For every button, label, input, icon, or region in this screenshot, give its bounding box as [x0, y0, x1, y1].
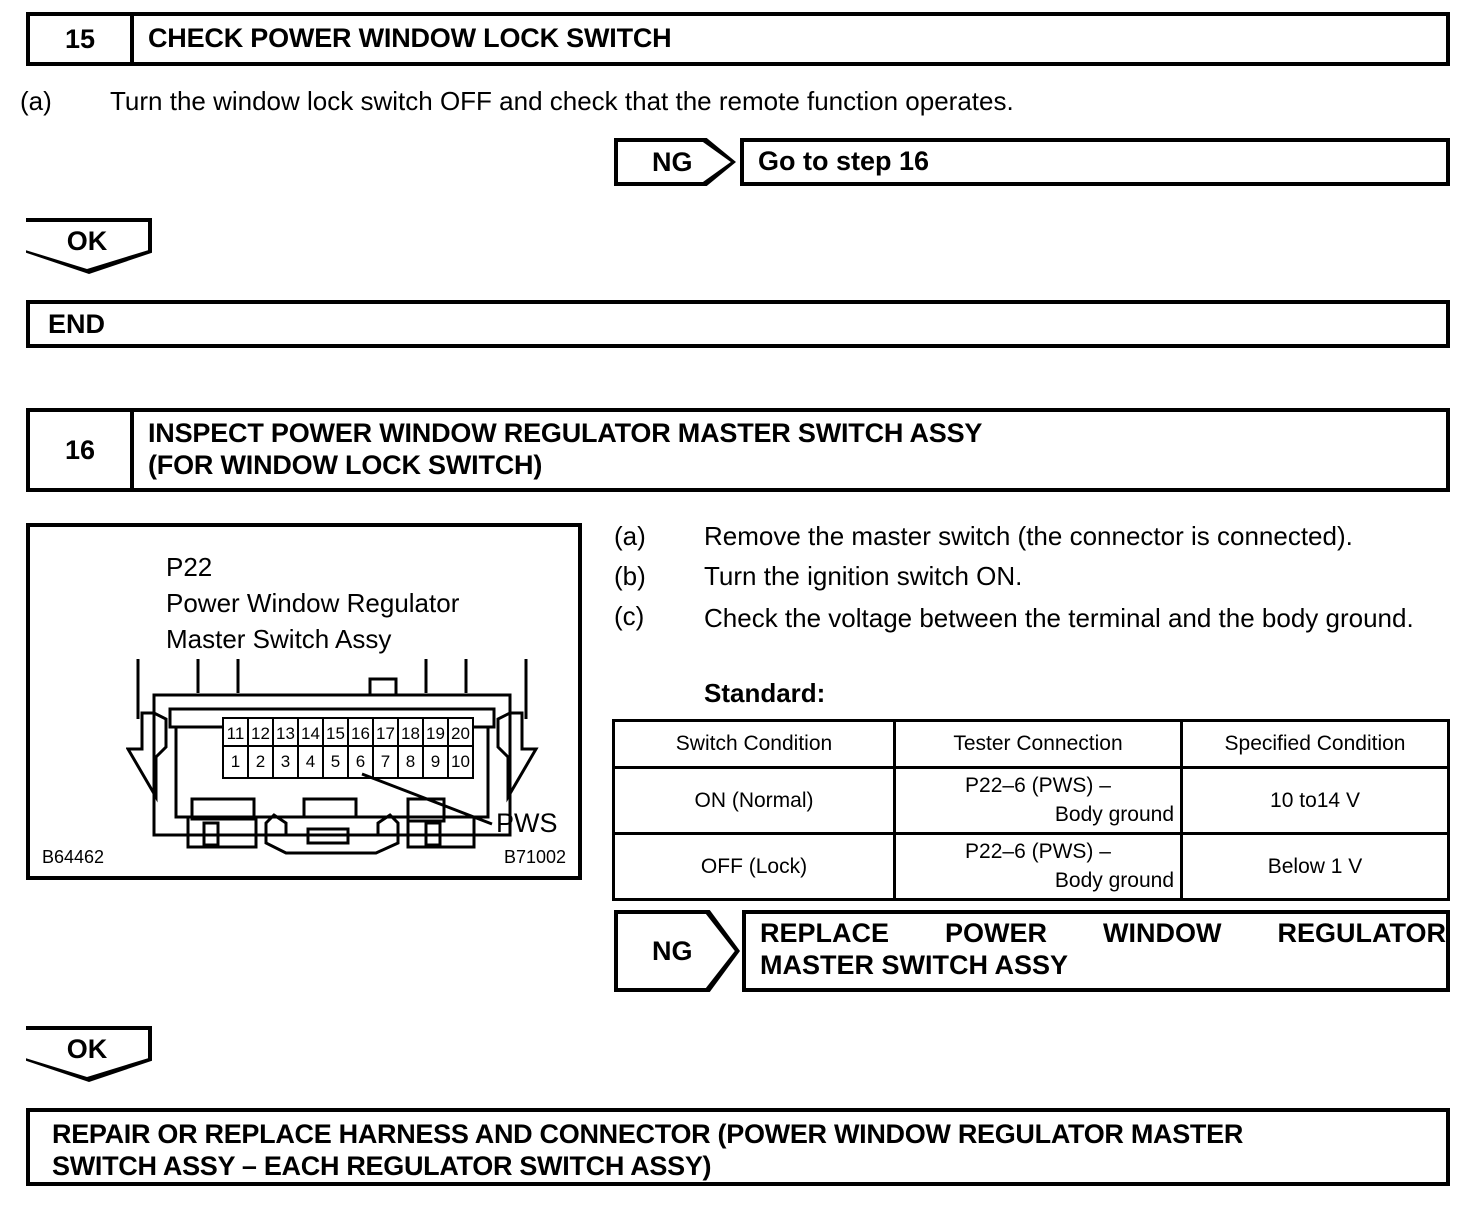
step-16-title-line2: (FOR WINDOW LOCK SWITCH) [148, 450, 543, 480]
table-header-row: Switch Condition Tester Connection Speci… [612, 719, 1450, 769]
cell-tester-line2: Body ground [1054, 802, 1174, 826]
step-16-header: 16 INSPECT POWER WINDOW REGULATOR MASTER… [26, 408, 1450, 492]
step-15-header: 15 CHECK POWER WINDOW LOCK SWITCH [26, 12, 1450, 66]
standard-table: Switch Condition Tester Connection Speci… [612, 719, 1450, 901]
pin-cell: 3 [272, 745, 299, 779]
illustration-code-right: B71002 [503, 847, 566, 867]
cell-tester-line1: P22–6 (PWS) – [965, 840, 1111, 864]
step-15-ng-label: NG [652, 146, 693, 177]
cell-specified-condition: Below 1 V [1180, 832, 1450, 901]
pin-cell: 5 [322, 745, 349, 779]
step-16-procedure-b: (b) Turn the ignition switch ON. [614, 561, 1454, 592]
connector-name-line2: Master Switch Assy [166, 624, 392, 654]
step-15-title: CHECK POWER WINDOW LOCK SWITCH [148, 23, 672, 54]
table-header-specified-condition: Specified Condition [1180, 719, 1450, 769]
step-15-ng-action-text: Go to step 16 [758, 146, 930, 177]
table-row: OFF (Lock) P22–6 (PWS) – Body ground Bel… [612, 832, 1450, 901]
step-15-ng-action: Go to step 16 [740, 138, 1450, 186]
pin-cell: 6 [347, 745, 374, 779]
connector-illustration-panel: P22 Power Window Regulator Master Switch… [26, 523, 582, 880]
step-16-ng-action-line1: REPLACE POWER WINDOW REGULATOR [760, 918, 1446, 948]
step-15-procedure-a-text: Turn the window lock switch OFF and chec… [110, 86, 1014, 116]
step-16-procedure-c-text: Check the voltage between the terminal a… [704, 603, 1414, 633]
terminal-action-line2: SWITCH ASSY – EACH REGULATOR SWITCH ASSY… [52, 1151, 712, 1182]
step-16-procedure-b-label: (b) [614, 561, 646, 591]
table-header-switch-condition: Switch Condition [612, 719, 896, 769]
connector-name-line1: Power Window Regulator [166, 588, 460, 618]
cell-specified-condition: 10 to14 V [1180, 766, 1450, 835]
pin-cell: 2 [247, 745, 274, 779]
end-label: END [48, 308, 106, 339]
pin-cell: 4 [297, 745, 324, 779]
cell-switch-condition: OFF (Lock) [612, 832, 896, 901]
step-16-procedure-b-text: Turn the ignition switch ON. [704, 561, 1023, 591]
cell-tester-line1: P22–6 (PWS) – [965, 774, 1111, 798]
step-16-procedure-a: (a) Remove the master switch (the connec… [614, 521, 1454, 552]
cell-tester-connection: P22–6 (PWS) – Body ground [893, 832, 1183, 901]
step-15-procedure-a-label: (a) [20, 86, 52, 116]
step-16-procedure-c-label: (c) [614, 601, 645, 631]
cell-tester-line2: Body ground [1054, 868, 1174, 892]
step-16-ng-label: NG [652, 935, 693, 966]
connector-id-label: P22 [166, 552, 213, 582]
standard-label: Standard: [704, 678, 826, 708]
pin-cell: 1 [222, 745, 249, 779]
standard-table-wrapper: Switch Condition Tester Connection Speci… [612, 719, 1450, 901]
terminal-action-line1: REPAIR OR REPLACE HARNESS AND CONNECTOR … [52, 1119, 1244, 1149]
cell-tester-connection: P22–6 (PWS) – Body ground [893, 766, 1183, 835]
step-16-procedure-a-label: (a) [614, 521, 646, 551]
step-16-ok-label: OK [66, 1034, 108, 1064]
illustration-code-left: B64462 [42, 847, 105, 867]
connector-pin-row-bottom: 1 2 3 4 5 6 7 8 9 10 [222, 745, 474, 779]
step-16-number: 16 [30, 412, 134, 488]
step-16-ng-action-line2: MASTER SWITCH ASSY [760, 949, 1069, 980]
table-row: ON (Normal) P22–6 (PWS) – Body ground 10… [612, 766, 1450, 835]
pin-cell: 10 [447, 745, 474, 779]
step-16-procedure-c: (c) Check the voltage between the termin… [614, 601, 1458, 636]
step-15-ok-tag: OK [26, 218, 152, 274]
step-15-number: 15 [30, 16, 134, 62]
step-15-procedure-a: (a) Turn the window lock switch OFF and … [20, 86, 1320, 117]
step-16-title-line1: INSPECT POWER WINDOW REGULATOR MASTER SW… [148, 418, 983, 449]
step-16-title: INSPECT POWER WINDOW REGULATOR MASTER SW… [134, 412, 1446, 488]
pws-callout-label: PWS [496, 808, 558, 838]
step-16-ok-tag: OK [26, 1026, 152, 1082]
step-16-ng-tag: NG [614, 910, 740, 992]
table-header-tester-connection: Tester Connection [893, 719, 1183, 769]
step-16-procedure-a-text: Remove the master switch (the connector … [704, 521, 1353, 551]
terminal-action-box: REPAIR OR REPLACE HARNESS AND CONNECTOR … [26, 1108, 1450, 1186]
step-16-ng-action: REPLACE POWER WINDOW REGULATOR MASTER SW… [742, 910, 1450, 992]
step-15-ng-tag: NG [614, 138, 736, 186]
connector-drawing [126, 659, 539, 855]
pws-leader-line [361, 772, 493, 826]
end-box: END [26, 300, 1450, 348]
pin-cell: 7 [372, 745, 399, 779]
step-15-ok-label: OK [66, 226, 108, 256]
cell-switch-condition: ON (Normal) [612, 766, 896, 835]
